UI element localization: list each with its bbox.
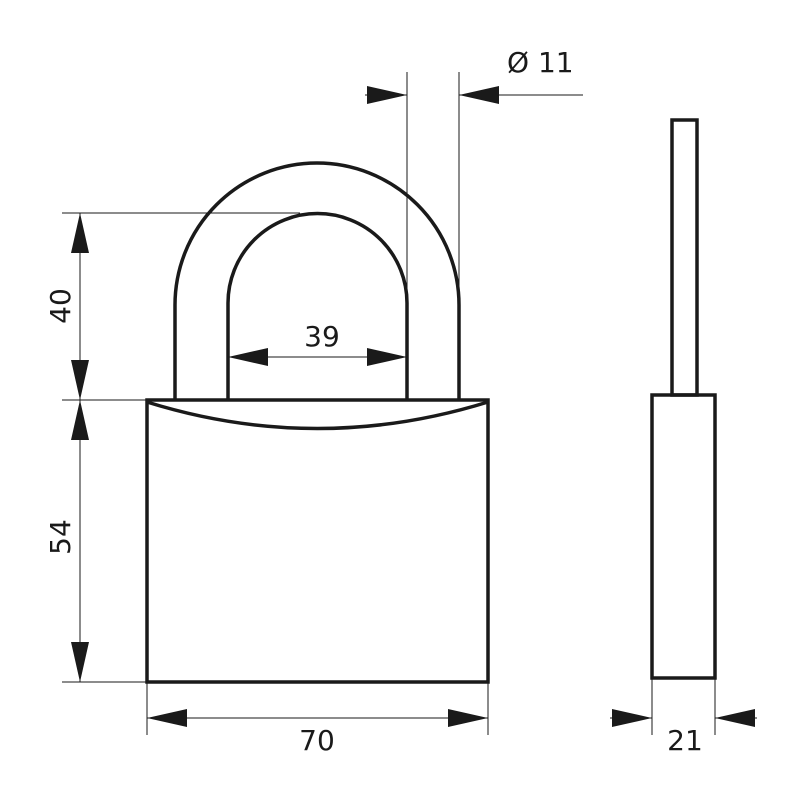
- dimension-shackle-diameter: Ø 11: [365, 46, 583, 400]
- body-width-label: 70: [299, 724, 335, 757]
- dimension-body-height: 54: [44, 399, 147, 683]
- side-body: [650, 393, 717, 680]
- front-view: [145, 161, 490, 684]
- dimension-body-width: 70: [146, 682, 489, 757]
- side-shackle: [670, 118, 699, 397]
- dimension-body-thickness: 21: [610, 678, 757, 757]
- lock-body: [145, 398, 490, 684]
- body-height-label: 54: [44, 519, 77, 555]
- inner-width-label: 39: [304, 320, 340, 353]
- body-top-curve: [146, 400, 489, 431]
- dimension-shackle-inner-width: 39: [228, 320, 407, 366]
- shackle-height-label: 40: [44, 288, 77, 324]
- diameter-label: Ø 11: [507, 46, 574, 79]
- shackle: [173, 161, 461, 400]
- dimension-shackle-height: 40: [44, 212, 300, 400]
- thickness-label: 21: [667, 724, 703, 757]
- side-view: [650, 118, 717, 680]
